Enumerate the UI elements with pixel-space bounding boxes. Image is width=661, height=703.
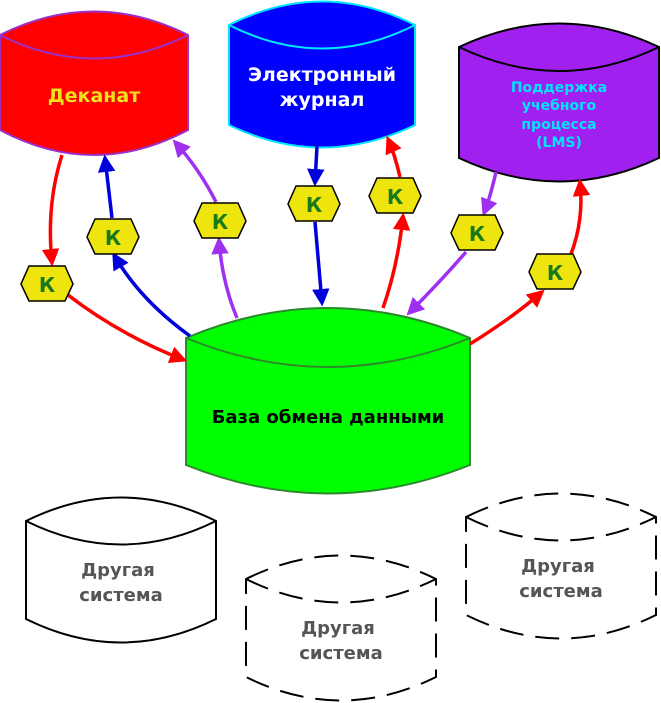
connector-1: К — [20, 265, 74, 302]
arrow-connector-to-hub-blue — [312, 221, 330, 307]
hub-db-body — [185, 307, 471, 495]
connector-4: К — [287, 185, 341, 222]
lms-database: Поддержка учебного процесса (LMS) — [458, 22, 660, 183]
dean-db-body — [0, 10, 189, 156]
other-system-3: Другая система — [465, 492, 657, 640]
journal-label-line-2: журнал — [280, 89, 365, 111]
dean-database: Деканат — [0, 10, 189, 156]
other-system-3-line-1: Другая — [521, 556, 595, 577]
hub-db-rim — [185, 337, 471, 368]
other-system-2-line-1: Другая — [301, 618, 375, 639]
arrow-connector-to-hub-red-1 — [66, 293, 188, 364]
arrow-connector-to-hub-purple — [406, 250, 468, 316]
other-system-1-line-1: Другая — [81, 560, 155, 581]
other-system-2-line-2: система — [299, 643, 382, 664]
arrows — [41, 135, 591, 364]
journal-db-body — [228, 0, 416, 149]
connector-7: К — [528, 253, 582, 290]
arrow-dean-to-connector — [41, 154, 64, 267]
dean-db-rim — [0, 34, 189, 60]
journal-database: Электронный журнал — [228, 0, 416, 149]
lms-label-line-3: процесса — [521, 117, 596, 133]
connector-3-label: К — [212, 210, 229, 234]
connector-5: К — [368, 177, 422, 214]
dean-label: Деканат — [48, 85, 141, 107]
lms-label-line-4: (LMS) — [536, 135, 582, 151]
arrow-connector-to-lms-red — [569, 178, 591, 255]
lms-label-line-2: учебного — [522, 98, 597, 114]
connector-5-label: К — [387, 185, 404, 209]
connector-7-label: К — [547, 261, 564, 285]
journal-label-line-1: Электронный — [248, 64, 396, 86]
other-system-1-line-2: система — [79, 585, 162, 606]
arrow-hub-to-connector-purple — [211, 236, 239, 319]
arrow-connector-to-dean-purple — [172, 139, 218, 203]
arrow-journal-to-connector — [307, 145, 325, 187]
connector-2-label: К — [105, 226, 122, 250]
hub-database: База обмена данными — [185, 307, 471, 495]
arrow-hub-to-connector-blue — [112, 251, 192, 338]
arrow-connector-to-dean-blue — [97, 154, 116, 219]
lms-db-body — [458, 22, 660, 183]
other-system-1: Другая система — [25, 496, 217, 644]
connector-2: К — [86, 218, 140, 255]
arrow-lms-to-connector — [481, 171, 498, 217]
arrow-hub-to-connector-red-2 — [469, 289, 545, 346]
lms-label-line-1: Поддержка — [511, 80, 607, 96]
arrow-hub-to-connector-red — [381, 212, 411, 309]
connector-6-label: К — [469, 222, 486, 246]
hub-label: База обмена данными — [212, 407, 445, 428]
other-system-3-line-2: система — [519, 581, 602, 602]
lms-db-rim — [458, 46, 660, 72]
connector-3: К — [193, 202, 247, 239]
other-system-2: Другая система — [245, 554, 437, 702]
arrow-connector-to-journal-red — [385, 135, 402, 178]
connector-4-label: К — [306, 193, 323, 217]
connector-6: К — [450, 214, 504, 251]
connector-1-label: К — [39, 273, 56, 297]
journal-db-rim — [228, 24, 416, 50]
